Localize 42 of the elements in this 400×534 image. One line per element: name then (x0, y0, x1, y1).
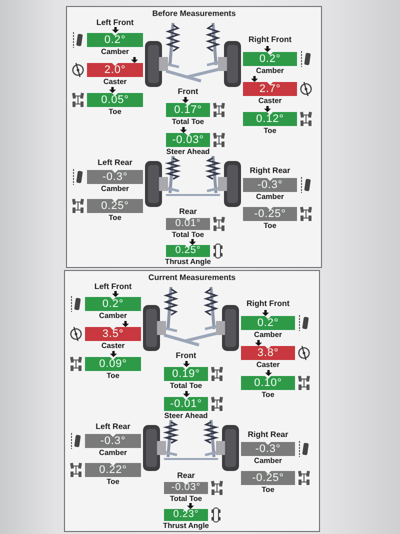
gauge-bar: 0.2° (85, 297, 141, 311)
gauge-bar: -0.25° (243, 207, 297, 221)
gauge-bar: -0.25° (241, 471, 295, 485)
section-heading: Front (178, 88, 198, 96)
section-heading: Rear (179, 208, 197, 216)
gauge-bar: -0.3° (87, 170, 143, 184)
gauge-bar: 3.8° (241, 346, 295, 360)
section-heading: Rear (177, 472, 195, 480)
section-heading: Front (176, 352, 196, 360)
section-heading: Right Front (248, 36, 292, 44)
gauge-bar: -0.03° (166, 133, 210, 147)
gauge-bar: 0.17° (166, 103, 210, 117)
gauge-bar: 0.2° (243, 52, 297, 66)
section-heading: Left Front (94, 283, 132, 291)
section-heading: Left Rear (96, 423, 130, 431)
section-heading: Left Rear (98, 159, 132, 167)
gauge-bar: 0.19° (164, 367, 208, 381)
measurement-panel (64, 270, 320, 532)
gauge-bar: 2.7° (243, 82, 297, 96)
panel-title: Before Measurements (152, 10, 236, 18)
gauge-bar: 0.2° (87, 33, 143, 47)
gauge-bar: 0.01° (166, 218, 210, 230)
gauge-bar: 0.22° (85, 463, 141, 477)
measurement-panel (66, 6, 322, 268)
section-heading: Left Front (96, 19, 134, 27)
gauge-bar: -0.3° (241, 442, 295, 456)
gauge-bar: 2.0° (87, 63, 143, 77)
gauge-bar: 0.05° (87, 93, 143, 107)
section-heading: Right Front (246, 300, 290, 308)
gauge-bar: 0.10° (241, 376, 295, 390)
gauge-bar: 0.09° (85, 357, 141, 371)
gauge-bar: -0.3° (243, 178, 297, 192)
gauge-bar: -0.3° (85, 434, 141, 448)
gauge-bar: 0.12° (243, 112, 297, 126)
gauge-bar: -0.01° (164, 397, 208, 411)
gauge-bar: 0.23° (164, 509, 208, 521)
gauge-bar: 0.2° (241, 316, 295, 330)
gauge-bar: -0.03° (164, 482, 208, 494)
gauge-bar: 3.5° (85, 327, 141, 341)
panel-title: Current Measurements (148, 274, 236, 282)
gauge-bar: 0.25° (166, 245, 210, 257)
gauge-bar: 0.25° (87, 199, 143, 213)
